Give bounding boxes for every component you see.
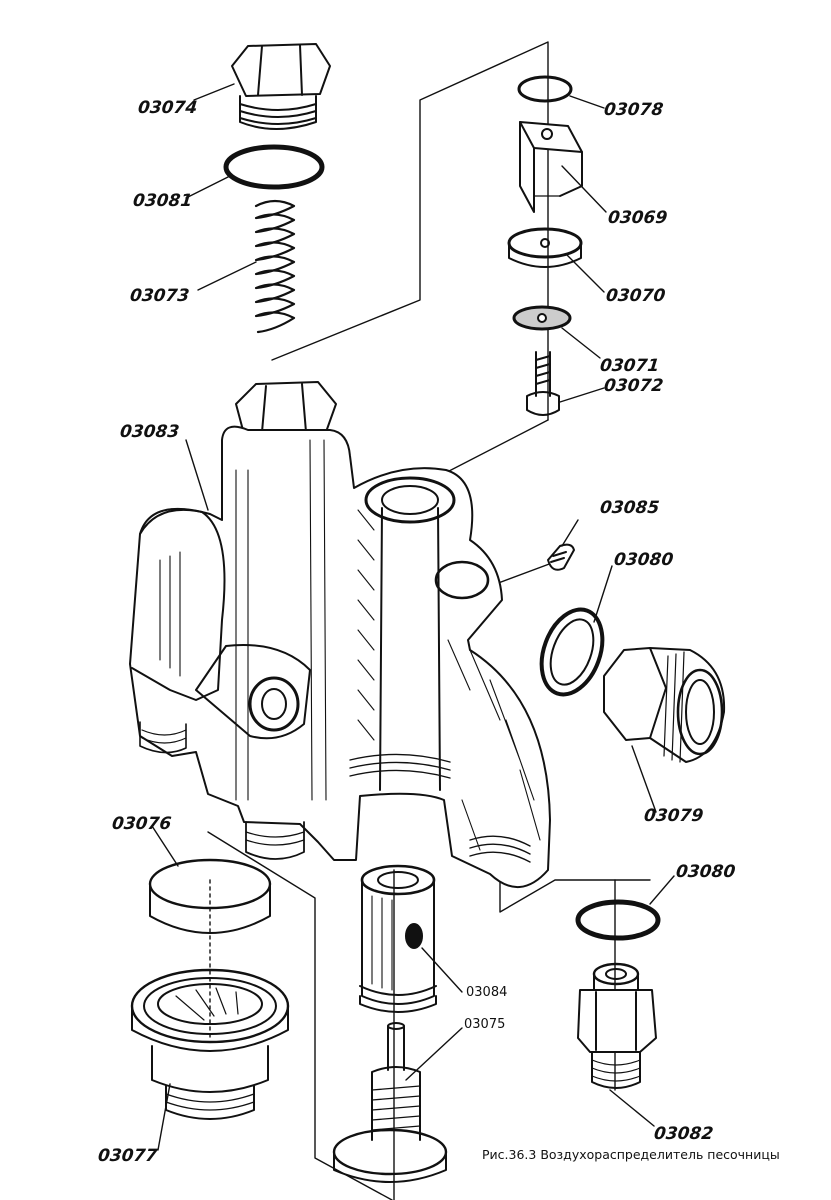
label-03073: 03073 xyxy=(129,286,191,306)
spring-03073 xyxy=(254,199,296,334)
label-03082: 03082 xyxy=(653,1124,715,1144)
o-ring-03081 xyxy=(223,144,325,190)
label-03070: 03070 xyxy=(605,286,667,306)
assembly-axis-lines xyxy=(207,41,651,1200)
cross-piece-03069 xyxy=(519,121,583,213)
set-screw-03085 xyxy=(547,543,575,571)
label-03075: 03075 xyxy=(464,1017,506,1032)
label-03074: 03074 xyxy=(137,98,199,118)
plug-03074 xyxy=(231,43,331,130)
label-03071: 03071 xyxy=(599,356,661,376)
housing-body-03083 xyxy=(129,381,551,889)
nut-03077 xyxy=(130,968,290,1120)
label-03081: 03081 xyxy=(132,191,194,211)
cap-03076 xyxy=(148,858,272,934)
label-03079: 03079 xyxy=(643,806,705,826)
label-03084: 03084 xyxy=(466,985,508,1000)
figure-caption: Рис.36.3 Воздухораспределитель песочницы xyxy=(482,1147,780,1162)
washer-03080-upper xyxy=(539,607,605,697)
fitting-03079 xyxy=(603,647,726,763)
label-03072: 03072 xyxy=(603,376,665,396)
fitting-03082 xyxy=(577,962,657,1089)
label-03077: 03077 xyxy=(97,1146,159,1166)
label-03078: 03078 xyxy=(603,100,665,120)
label-03080-upper: 03080 xyxy=(613,550,675,570)
label-03080-lower: 03080 xyxy=(675,862,737,882)
washer-03080-lower xyxy=(575,899,661,941)
label-03085: 03085 xyxy=(599,498,661,518)
washer-03070 xyxy=(507,227,583,268)
label-03076: 03076 xyxy=(111,814,173,834)
label-03069: 03069 xyxy=(607,208,669,228)
sleeve-03084 xyxy=(359,864,437,1013)
leader-lines xyxy=(151,83,675,1151)
label-03083: 03083 xyxy=(119,422,181,442)
valve-03075 xyxy=(332,1022,448,1183)
washer-03071 xyxy=(512,305,572,331)
screw-03072 xyxy=(526,351,560,416)
disc-03078 xyxy=(517,75,573,103)
